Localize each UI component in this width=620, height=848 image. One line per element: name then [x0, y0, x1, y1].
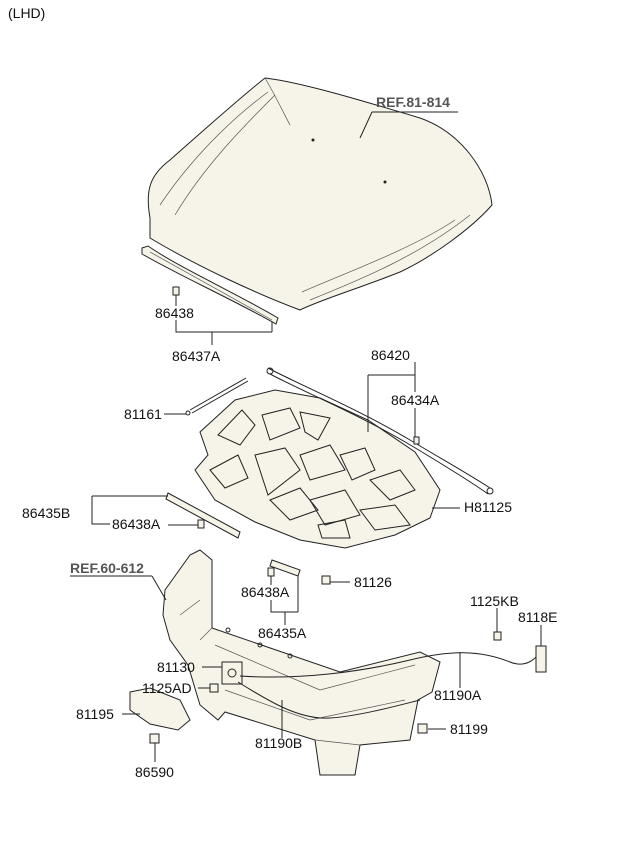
bolt-1125AD	[209, 683, 219, 693]
bolt-1125KB	[493, 631, 502, 641]
front-end-carrier	[162, 549, 441, 776]
label-8118E: 8118E	[518, 609, 557, 625]
label-86435A: 86435A	[258, 625, 307, 641]
leader-lines	[70, 111, 542, 762]
clip-81199	[417, 723, 428, 734]
label-81195: 81195	[76, 706, 114, 722]
label-86438-top: 86438	[155, 305, 194, 321]
label-1125KB: 1125KB	[470, 593, 519, 609]
clip-86434A	[413, 436, 420, 445]
label-81126: 81126	[354, 574, 392, 590]
label-81130: 81130	[157, 659, 195, 675]
label-81161: 81161	[124, 406, 162, 422]
ref-carrier: REF.60-612	[70, 560, 144, 576]
label-86434A: 86434A	[391, 392, 440, 408]
hood-seal-strip	[141, 245, 279, 325]
release-cable-81190A	[239, 651, 541, 678]
weatherstrip-86420	[266, 367, 494, 495]
variant-label: (LHD)	[8, 5, 45, 21]
handle-8118E	[535, 645, 547, 673]
hood-latch	[221, 661, 243, 685]
label-86420: 86420	[371, 347, 410, 363]
label-86438A-mid: 86438A	[241, 584, 290, 600]
bracket-81195	[129, 687, 191, 731]
label-86435B: 86435B	[22, 505, 70, 521]
hood-stay-rod	[189, 377, 249, 414]
strip-86435A	[267, 559, 301, 577]
clip-86438-top	[172, 286, 180, 296]
label-H81125: H81125	[464, 499, 512, 515]
release-cable-81190B	[237, 681, 421, 719]
grommet-86590	[149, 733, 160, 744]
label-81199: 81199	[450, 721, 488, 737]
bumper-81126	[321, 575, 331, 585]
ref-hood: REF.81-814	[376, 94, 450, 110]
label-86590: 86590	[135, 764, 174, 780]
label-81190A: 81190A	[434, 687, 482, 703]
label-81190B: 81190B	[255, 735, 302, 751]
hood-panel	[147, 77, 493, 311]
label-1125AD: 1125AD	[142, 680, 192, 696]
label-86437A: 86437A	[172, 348, 221, 364]
label-86438A-left: 86438A	[112, 516, 161, 532]
hood-insulator-pad	[194, 389, 441, 549]
strip-86435B	[165, 492, 241, 539]
